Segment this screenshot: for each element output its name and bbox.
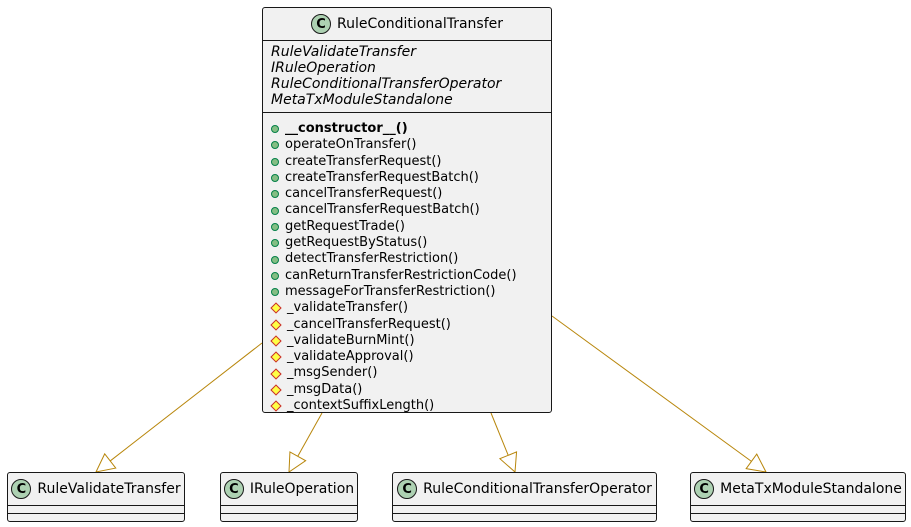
public-visibility-icon — [271, 255, 279, 264]
public-visibility-icon — [271, 157, 279, 166]
methods-section — [221, 514, 357, 521]
class-rule-validate-transfer[interactable]: C RuleValidateTransfer — [7, 472, 185, 522]
implemented-type: RuleConditionalTransferOperator — [271, 76, 502, 92]
method-row[interactable]: canReturnTransferRestrictionCode() — [271, 268, 551, 284]
edge-to-rule-validate-transfer — [95, 342, 263, 473]
method-row[interactable]: _validateTransfer() — [270, 300, 551, 316]
protected-visibility-icon — [270, 384, 282, 396]
public-visibility-icon — [271, 141, 279, 150]
class-header: C RuleConditionalTransferOperator — [393, 473, 656, 506]
fields-section — [8, 506, 184, 514]
class-rule-conditional-transfer-operator[interactable]: C RuleConditionalTransferOperator — [392, 472, 657, 522]
method-name: operateOnTransfer() — [285, 137, 417, 153]
edge-to-rule-conditional-transfer-operator — [490, 412, 518, 474]
fields-section — [691, 506, 905, 514]
method-row[interactable]: _msgSender() — [270, 365, 551, 381]
class-header: C MetaTxModuleStandalone — [691, 473, 905, 506]
method-row[interactable]: _validateApproval() — [270, 349, 551, 365]
methods-section: __constructor__()operateOnTransfer()crea… — [263, 113, 551, 418]
implemented-type: IRuleOperation — [271, 60, 376, 76]
public-visibility-icon — [271, 206, 279, 215]
protected-visibility-icon — [270, 319, 282, 331]
public-visibility-icon — [271, 271, 279, 280]
method-row[interactable]: _msgData() — [270, 381, 551, 398]
method-row[interactable]: getRequestByStatus() — [271, 235, 551, 251]
class-name: RuleValidateTransfer — [37, 481, 181, 497]
method-name: _msgData() — [287, 381, 363, 397]
class-c-icon: C — [310, 14, 331, 34]
method-name: cancelTransferRequestBatch() — [285, 202, 480, 218]
method-row[interactable]: operateOnTransfer() — [271, 137, 551, 153]
implemented-type: MetaTxModuleStandalone — [271, 92, 453, 108]
protected-visibility-icon — [270, 335, 282, 347]
method-row[interactable]: getRequestTrade() — [271, 219, 551, 235]
method-name: _validateApproval() — [287, 349, 414, 365]
fields-section — [221, 506, 357, 514]
class-name: IRuleOperation — [249, 481, 355, 497]
method-row[interactable]: _cancelTransferRequest() — [270, 316, 551, 333]
protected-visibility-icon — [270, 351, 282, 363]
method-name: getRequestByStatus() — [285, 235, 428, 251]
method-name: _msgSender() — [287, 365, 378, 381]
class-c-icon: C — [694, 479, 715, 499]
class-i-rule-operation[interactable]: C IRuleOperation — [220, 472, 358, 522]
method-name: _validateBurnMint() — [287, 332, 415, 348]
protected-visibility-icon — [270, 302, 282, 315]
class-c-icon: C — [223, 479, 244, 499]
public-visibility-icon — [271, 239, 279, 248]
class-name: RuleConditionalTransfer — [336, 16, 504, 32]
method-row[interactable]: createTransferRequest() — [271, 154, 551, 170]
class-rule-conditional-transfer[interactable]: C RuleConditionalTransfer RuleValidateTr… — [262, 7, 552, 413]
method-row[interactable]: createTransferRequestBatch() — [271, 170, 551, 186]
class-name: RuleConditionalTransferOperator — [423, 481, 652, 497]
public-visibility-icon — [271, 125, 279, 134]
method-row[interactable]: __constructor__() — [271, 121, 551, 137]
method-name: createTransferRequest() — [285, 153, 442, 169]
edge-to-i-rule-operation — [288, 412, 323, 473]
method-row[interactable]: cancelTransferRequestBatch() — [271, 202, 551, 218]
fields-section — [393, 506, 656, 514]
protected-visibility-icon — [270, 367, 282, 380]
class-header: C RuleConditionalTransfer — [263, 8, 551, 41]
methods-section — [393, 514, 656, 521]
methods-section — [8, 514, 184, 521]
class-c-icon: C — [11, 479, 32, 499]
protected-visibility-icon — [270, 400, 282, 412]
method-name: _cancelTransferRequest() — [287, 316, 451, 332]
method-row[interactable]: _contextSuffixLength() — [270, 398, 551, 414]
method-row[interactable]: detectTransferRestriction() — [271, 251, 551, 267]
method-name: __constructor__() — [285, 121, 408, 136]
class-meta-tx-module-standalone[interactable]: C MetaTxModuleStandalone — [690, 472, 906, 522]
class-header: C RuleValidateTransfer — [8, 473, 184, 506]
method-row[interactable]: messageForTransferRestriction() — [271, 284, 551, 300]
method-name: _validateTransfer() — [287, 300, 409, 316]
method-name: detectTransferRestriction() — [285, 251, 459, 267]
method-row[interactable]: _validateBurnMint() — [270, 332, 551, 349]
method-name: canReturnTransferRestrictionCode() — [285, 267, 517, 283]
public-visibility-icon — [271, 190, 279, 199]
methods-section — [691, 514, 905, 521]
class-name: MetaTxModuleStandalone — [720, 481, 902, 497]
class-header: C IRuleOperation — [221, 473, 357, 506]
method-name: _contextSuffixLength() — [287, 398, 435, 414]
method-row[interactable]: cancelTransferRequest() — [271, 186, 551, 202]
public-visibility-icon — [271, 288, 279, 297]
implemented-type: RuleValidateTransfer — [271, 44, 416, 60]
class-c-icon: C — [397, 479, 418, 499]
edge-to-meta-tx-module-standalone — [551, 315, 767, 473]
method-name: createTransferRequestBatch() — [285, 169, 479, 185]
method-name: cancelTransferRequest() — [285, 186, 443, 202]
method-name: messageForTransferRestriction() — [285, 283, 496, 299]
public-visibility-icon — [271, 222, 279, 231]
method-name: getRequestTrade() — [285, 218, 405, 234]
public-visibility-icon — [271, 174, 279, 183]
